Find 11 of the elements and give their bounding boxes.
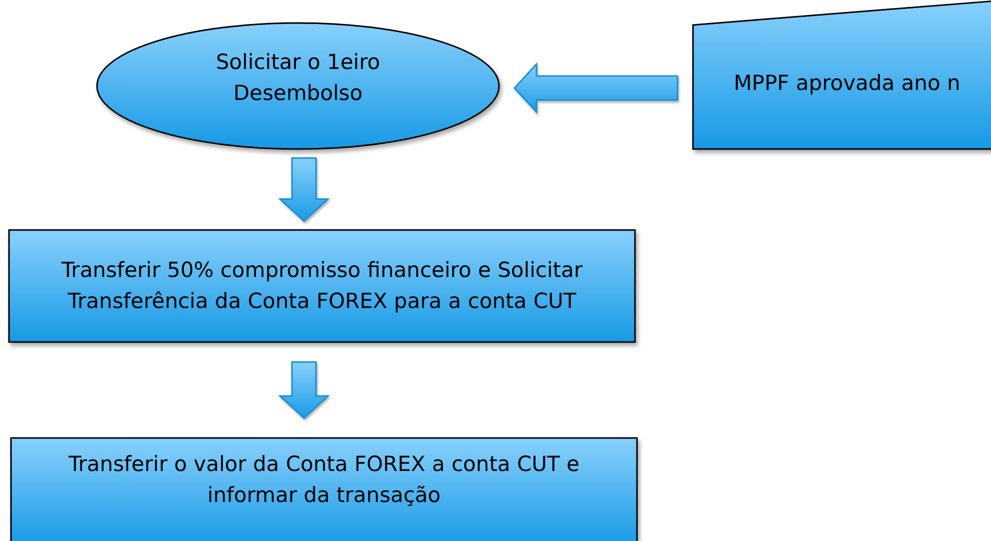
start-ellipse — [96, 22, 500, 150]
node-text: Solicitar o 1eiro Desembolso — [214, 49, 382, 107]
process-box — [10, 437, 638, 541]
manual-input-shape — [692, 0, 991, 150]
node-text: Transferir o valor da Conta FOREX a conta CUT e informar da transação — [68, 451, 580, 509]
node-text: Transferir 50% compromisso financeiro e Solicitar Transferência da Conta FOREX para a conta CUT — [60, 257, 584, 315]
block-arrow — [278, 361, 330, 420]
block-arrow — [513, 62, 678, 114]
process-box — [8, 229, 636, 343]
node-text: MPPF aprovada ano n — [734, 70, 960, 96]
block-arrow — [278, 157, 330, 222]
